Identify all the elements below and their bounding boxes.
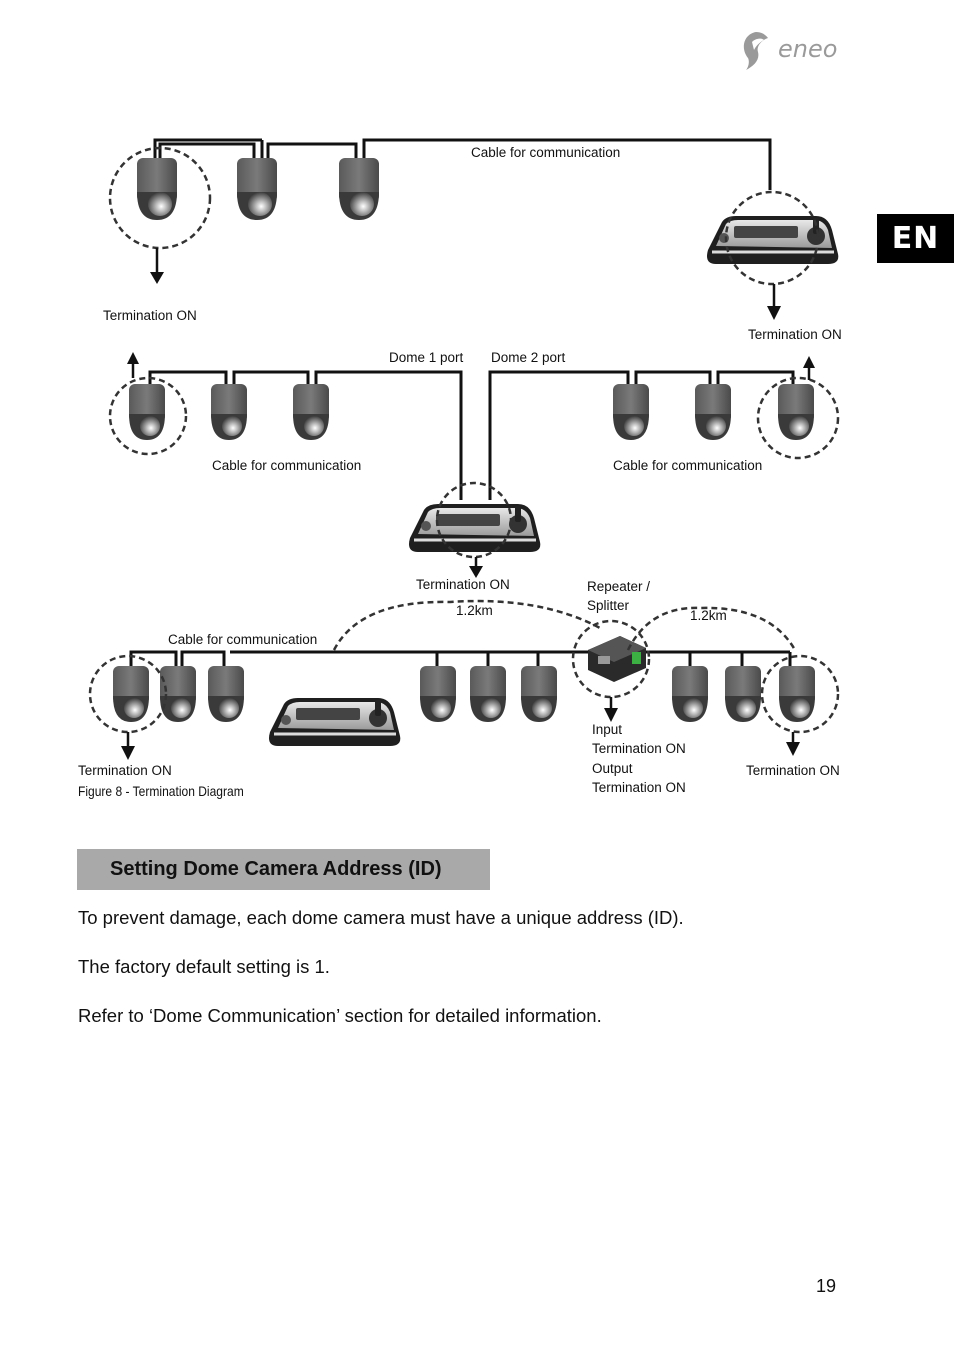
dome2-port-label: Dome 2 port <box>491 350 566 365</box>
repeater-splitter <box>588 636 646 682</box>
input-label: Input <box>592 722 622 737</box>
termination-diagram: Cable for communication Termination ON T… <box>78 138 842 795</box>
eneo-logo-mark: eneo <box>743 32 837 70</box>
bottom-dome-camera <box>725 666 761 722</box>
eneo-logo: eneo <box>738 30 843 72</box>
middle-dome-camera <box>613 384 649 440</box>
arrow-down-icon <box>767 306 781 320</box>
top-termination-left: Termination ON <box>103 308 197 323</box>
middle-section: Dome 1 port Dome 2 port Cable for commun… <box>108 350 840 592</box>
page-number: 19 <box>816 1276 837 1296</box>
distance-label-left: 1.2km <box>456 603 493 618</box>
bottom-dome-camera <box>521 666 557 722</box>
top-section: Cable for communication Termination ON T… <box>103 138 842 342</box>
bottom-dome-camera <box>420 666 456 722</box>
section-heading: Setting Dome Camera Address (ID) <box>110 858 442 880</box>
body-paragraph: To prevent damage, each dome camera must… <box>78 907 684 928</box>
arrow-down-icon <box>786 742 800 756</box>
bottom-dome-camera <box>779 666 815 722</box>
svg-text:eneo: eneo <box>778 35 837 63</box>
repeater-label-line1: Repeater / <box>587 579 650 594</box>
bottom-dome-camera <box>470 666 506 722</box>
top-dome-camera <box>237 158 277 220</box>
output-termination-label: Termination ON <box>592 780 686 795</box>
bottom-dome-camera <box>113 666 149 722</box>
middle-cable-label-right: Cable for communication <box>613 458 762 473</box>
bottom-dome-camera <box>208 666 244 722</box>
output-label: Output <box>592 761 633 776</box>
figure-caption: Figure 8 - Termination Diagram <box>78 783 244 799</box>
middle-dome-camera <box>293 384 329 440</box>
termination-circle <box>108 146 212 250</box>
middle-dome-camera <box>211 384 247 440</box>
top-cable-line <box>153 138 772 190</box>
bottom-termination-right: Termination ON <box>746 763 840 778</box>
arrow-up-icon <box>127 352 139 364</box>
termination-circle <box>108 376 188 456</box>
top-dome-camera <box>137 158 177 220</box>
termination-circle <box>88 654 168 734</box>
termination-circle <box>760 654 840 734</box>
bottom-dome-camera <box>672 666 708 722</box>
termination-diagram-svg: Cable for communication Termination ON T… <box>78 138 842 795</box>
arrow-down-icon <box>604 708 618 722</box>
bottom-section: Repeater / Splitter 1.2km 1.2km Cable fo… <box>78 579 840 795</box>
body-paragraph: Refer to ‘Dome Communication’ section fo… <box>78 1005 602 1026</box>
bottom-cable-line <box>129 650 792 668</box>
arrow-down-icon <box>469 566 483 578</box>
input-termination-label: Termination ON <box>592 741 686 756</box>
top-cable-label: Cable for communication <box>471 145 620 160</box>
termination-circle <box>724 190 820 286</box>
body-paragraph: The factory default setting is 1. <box>78 956 330 977</box>
top-termination-right: Termination ON <box>748 327 842 342</box>
language-tab: EN <box>877 214 954 263</box>
distance-label-right: 1.2km <box>690 608 727 623</box>
middle-termination-center: Termination ON <box>416 577 510 592</box>
arrow-up-icon <box>803 356 815 368</box>
top-dome-camera <box>339 158 379 220</box>
distance-arc-left <box>332 599 601 651</box>
termination-circle <box>571 619 651 699</box>
middle-dome-camera <box>129 384 165 440</box>
bottom-cable-label: Cable for communication <box>168 632 317 647</box>
repeater-label-line2: Splitter <box>587 598 630 613</box>
bottom-control-keyboard <box>267 696 402 748</box>
section-heading-box: Setting Dome Camera Address (ID) <box>77 849 490 890</box>
middle-cable-label-left: Cable for communication <box>212 458 361 473</box>
middle-control-keyboard <box>407 502 542 554</box>
middle-dome-camera <box>778 384 814 440</box>
termination-circle <box>435 481 513 559</box>
termination-circle <box>756 376 840 460</box>
dome1-port-label: Dome 1 port <box>389 350 464 365</box>
bottom-termination-left: Termination ON <box>78 763 172 778</box>
arrow-down-icon <box>150 272 164 284</box>
middle-dome-camera <box>695 384 731 440</box>
arrow-down-icon <box>121 746 135 760</box>
